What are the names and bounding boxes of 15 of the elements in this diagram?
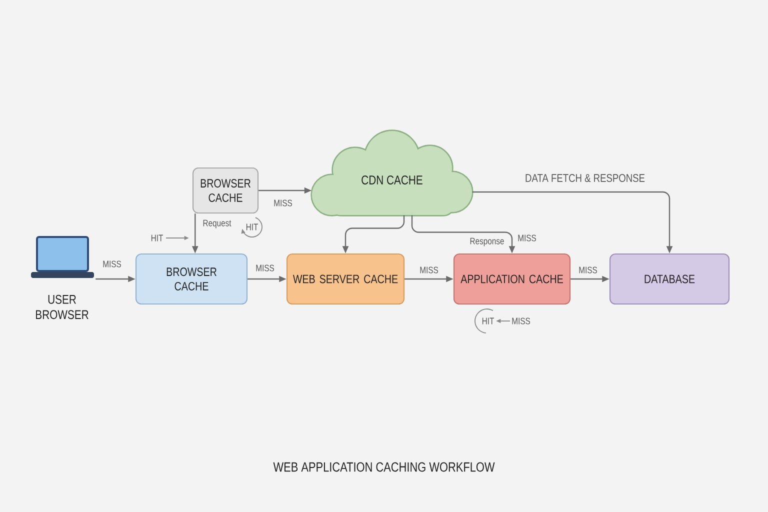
process-box: DATABASE bbox=[609, 253, 730, 305]
text-label: HIT bbox=[246, 224, 258, 230]
text-label: Request bbox=[203, 220, 232, 228]
text-label: Response bbox=[470, 238, 504, 246]
process-box: BROWSER CACHE bbox=[192, 167, 259, 214]
process-box: APPLICATION CACHE bbox=[453, 253, 571, 305]
text-label: MISS bbox=[518, 234, 536, 242]
text-label: HIT bbox=[151, 234, 163, 242]
process-box: BROWSER CACHE bbox=[135, 253, 248, 305]
process-box: WEB SERVER CACHE bbox=[286, 253, 405, 305]
text-label: HIT bbox=[482, 318, 494, 324]
device-label: USER BROWSER bbox=[36, 294, 88, 320]
caption: WEB APPLICATION CACHING WORKFLOW bbox=[273, 462, 495, 472]
edge-label: DATA FETCH & RESPONSE bbox=[524, 172, 646, 184]
text-label: MISS bbox=[512, 318, 530, 324]
